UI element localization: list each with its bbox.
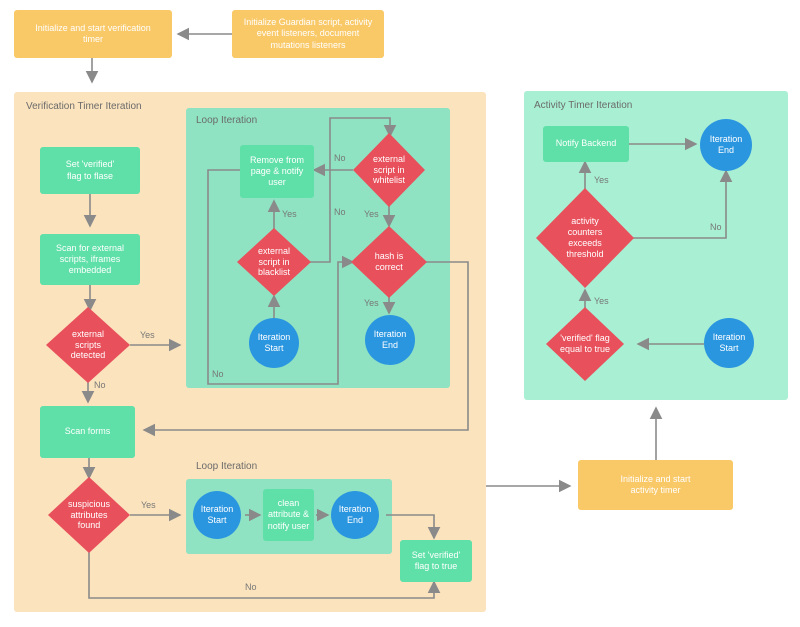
label-suspicious-yes: Yes	[141, 500, 156, 510]
label-whitelist-no: No	[334, 153, 346, 163]
diamond-external-detected	[46, 307, 130, 383]
diamond-verified	[546, 307, 624, 381]
verified-true-label: 'verified' flag equal to true	[559, 333, 611, 354]
label-verified-yes: Yes	[594, 296, 609, 306]
edge-blacklist-whitelist	[310, 117, 397, 263]
edge-hash-forms	[142, 261, 469, 437]
label-blacklist-no: No	[334, 207, 346, 217]
hash-label: hash is correct	[374, 251, 404, 272]
activity-panel-title: Activity Timer Iteration	[534, 100, 633, 111]
edge-counters-end	[632, 169, 733, 239]
init-guardian-box: Initialize Guardian script, activity eve…	[232, 10, 384, 58]
scan-external-box: Scan for external scripts, iframes embed…	[40, 234, 140, 285]
scan-forms-box: Scan forms	[40, 406, 135, 458]
init-activity-timer-box: Initialize and start activity timer	[578, 460, 733, 510]
diamond-counters	[536, 188, 634, 288]
label-whitelist-yes: Yes	[364, 209, 379, 219]
label-loop-no: No	[212, 369, 224, 379]
loop1-iteration-end: Iteration End	[365, 315, 415, 365]
init-verification-timer-box: Initialize and start verification timer	[14, 10, 172, 58]
whitelist-label: external script in whitelist	[372, 153, 406, 186]
label-blacklist-yes: Yes	[282, 209, 297, 219]
external-detected-label: external scripts detected	[70, 328, 106, 361]
label-suspicious-no: No	[245, 582, 257, 592]
activity-iteration-start: Iteration Start	[704, 318, 754, 368]
diamond-suspicious	[48, 477, 130, 553]
label-hash-yes: Yes	[364, 298, 379, 308]
set-verified-false-box: Set 'verified' flag to flase	[40, 147, 140, 194]
label-detected-no: No	[94, 380, 106, 390]
clean-attribute-box: clean attribute & notify user	[263, 489, 314, 541]
loop2-title: Loop Iteration	[196, 461, 258, 472]
loop2-iteration-start: Iteration Start	[193, 491, 241, 539]
suspicious-label: suspicious attributes found	[67, 498, 111, 531]
edge-end-settrue	[386, 514, 441, 540]
blacklist-label: external script in blacklist	[257, 245, 291, 278]
remove-notify-box: Remove from page & notify user	[240, 145, 314, 198]
diamond-blacklist	[237, 228, 311, 296]
diamond-whitelist	[353, 133, 425, 207]
edge-suspicious-no	[88, 550, 441, 599]
activity-iteration-end: Iteration End	[700, 119, 752, 171]
edge-loop-back	[207, 169, 355, 385]
label-counters-yes: Yes	[594, 175, 609, 185]
loop1-title: Loop Iteration	[196, 115, 258, 126]
label-detected-yes: Yes	[140, 330, 155, 340]
label-counters-no: No	[710, 222, 722, 232]
diamond-hash	[351, 226, 427, 298]
notify-backend-box: Notify Backend	[543, 126, 629, 162]
verification-panel-title: Verification Timer Iteration	[26, 101, 142, 112]
loop2-iteration-end: Iteration End	[331, 491, 379, 539]
set-verified-true-box: Set 'verified' flag to true	[400, 540, 472, 582]
counters-label: activity counters exceeds threshold	[566, 216, 604, 259]
loop1-iteration-start: Iteration Start	[249, 318, 299, 368]
